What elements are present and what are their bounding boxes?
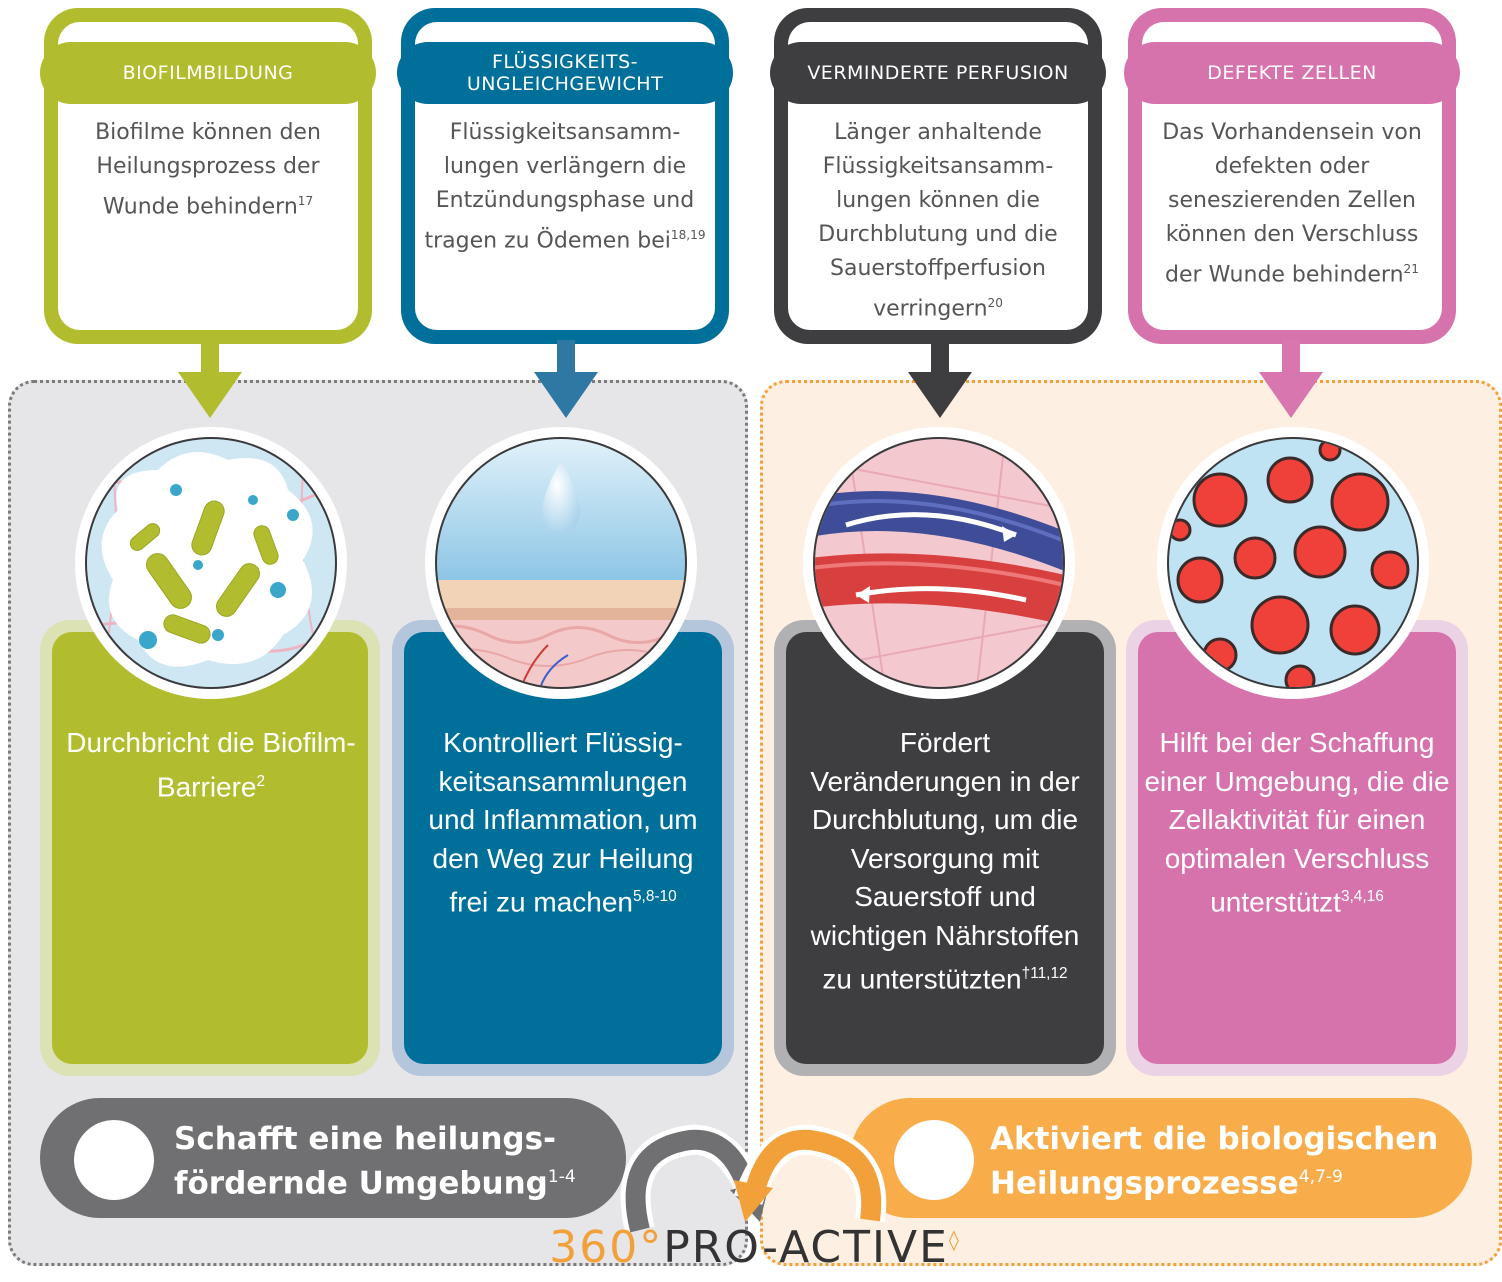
logo-word: PRO-ACTIVE bbox=[663, 1222, 949, 1273]
perfusion-problem-text: Länger anhaltende Flüssigkeitsansamm-lun… bbox=[818, 120, 1058, 322]
cells-problem-text: Das Vorhandensein von defekten oder sene… bbox=[1162, 120, 1422, 288]
cells-icon bbox=[1167, 437, 1419, 689]
biological-pill: Aktiviert die biologischen Heilungsproze… bbox=[850, 1098, 1472, 1218]
environment-pill: Schafft eine heilungs-fördernde Umgebung… bbox=[40, 1098, 626, 1218]
fluid-problem-text: Flüssigkeitsansamm-lungen verlängern die… bbox=[424, 120, 706, 254]
biofilm-solution-box bbox=[40, 620, 380, 1076]
perfusion-solution-box bbox=[774, 620, 1116, 1076]
cells-arrow-stem bbox=[1282, 340, 1300, 374]
dotted-circle-icon bbox=[74, 1120, 154, 1200]
biofilm-solution-text: Durchbricht die Biofilm-Barriere2 bbox=[66, 727, 356, 802]
fluid-tag: FLÜSSIGKEITS-UNGLEICHGEWICHT bbox=[397, 42, 733, 104]
perfusion-arrow-icon bbox=[908, 372, 972, 418]
biofilm-tag: BIOFILMBILDUNG bbox=[40, 42, 376, 104]
biofilm-bacteria-icon bbox=[85, 437, 337, 689]
biofilm-arrow-icon bbox=[178, 372, 242, 418]
perfusion-tag: VERMINDERTE PERFUSION bbox=[770, 42, 1106, 104]
biological-pill-text: Aktiviert die biologischen Heilungsproze… bbox=[990, 1121, 1439, 1202]
fluid-arrow-stem bbox=[557, 340, 575, 374]
environment-pill-text: Schafft eine heilungs-fördernde Umgebung… bbox=[174, 1121, 576, 1202]
cells-circle bbox=[1160, 430, 1426, 696]
cells-tag: DEFEKTE ZELLEN bbox=[1124, 42, 1460, 104]
cells-solution-box bbox=[1126, 620, 1468, 1076]
fluid-drop-skin-icon bbox=[435, 437, 687, 689]
perfusion-arrow-stem bbox=[931, 340, 949, 374]
cells-arrow-icon bbox=[1259, 372, 1323, 418]
logo-mark: ◊ bbox=[948, 1227, 961, 1252]
perfusion-solution-text: Fördert Veränderungen in der Durchblutun… bbox=[810, 727, 1080, 995]
fluid-arrow-icon bbox=[534, 372, 598, 418]
fluid-solution-box bbox=[392, 620, 734, 1076]
cycle-arrows-icon bbox=[620, 1124, 887, 1234]
biofilm-arrow-stem bbox=[201, 340, 219, 374]
blood-vessels-icon bbox=[813, 437, 1065, 689]
dotted-circle-icon bbox=[894, 1120, 974, 1200]
fluid-solution-text: Kontrolliert Flüssig-keitsansammlungen u… bbox=[428, 727, 698, 918]
perfusion-circle bbox=[806, 430, 1072, 696]
logo: 360°PRO-ACTIVE◊ bbox=[545, 1222, 965, 1282]
cells-solution-text: Hilft bei der Schaffung einer Umgebung, … bbox=[1144, 727, 1450, 918]
biofilm-problem-text: Biofilme können den Heilungsprozess der … bbox=[95, 120, 321, 220]
fluid-circle bbox=[428, 430, 694, 696]
biofilm-circle bbox=[78, 430, 344, 696]
logo-number: 360° bbox=[549, 1222, 664, 1273]
